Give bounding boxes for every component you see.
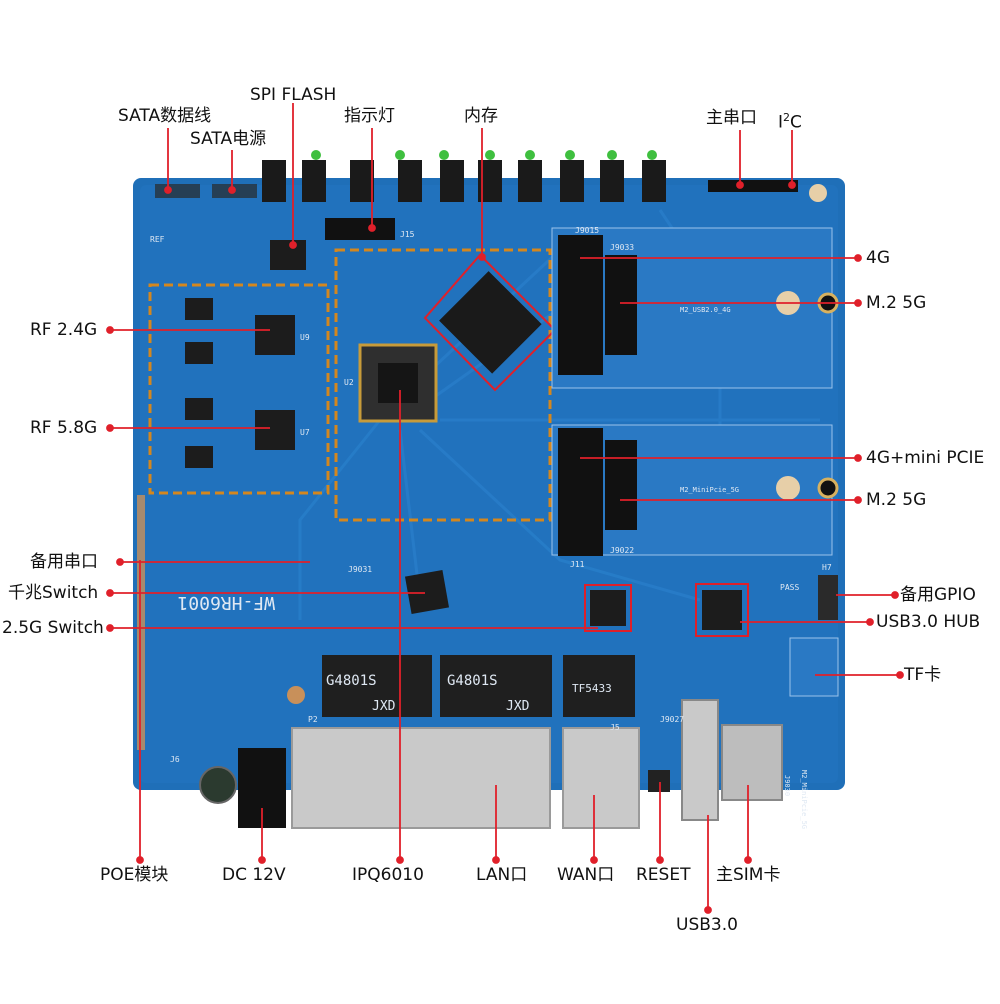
usb-hub-chip	[702, 590, 742, 630]
label-sata-power: SATA电源	[190, 129, 267, 149]
label-rf24: RF 2.4G	[30, 320, 98, 340]
label-gig-switch: 千兆Switch	[8, 583, 99, 603]
label-i2c: I2C	[778, 108, 802, 133]
label-sim: 主SIM卡	[716, 865, 781, 885]
label-spare-gpio: 备用GPIO	[900, 585, 976, 605]
silk-u7: U7	[300, 428, 310, 437]
label-wan: WAN口	[557, 865, 615, 885]
silk-j9027: J9027	[660, 715, 684, 724]
label-sata-data: SATA数据线	[118, 106, 212, 126]
label-switch-25g: 2.5G Switch	[2, 618, 104, 638]
label-m2-5g-1: M.2 5G	[866, 293, 927, 313]
sata-data-header	[155, 184, 200, 198]
label-spare-uart: 备用串口	[30, 552, 98, 572]
silk-minipcie: M2_MiniPcie_5G	[800, 770, 808, 829]
switch-25g-chip	[590, 590, 626, 626]
label-spi-flash: SPI FLASH	[250, 85, 337, 105]
silk-ref: REF	[150, 235, 165, 244]
memory-chips	[439, 271, 542, 374]
lan-jack-block	[291, 727, 551, 829]
usb-hub-box	[695, 583, 749, 637]
m2-top-slot	[558, 235, 603, 375]
label-i2c-sup: 2	[783, 111, 791, 124]
silk-pass: PASS	[780, 583, 799, 592]
m2-top-slot-b	[605, 255, 637, 355]
tf-slot	[789, 637, 839, 697]
lan-transformer-1	[322, 655, 432, 717]
rf-chips	[185, 298, 295, 468]
sim-slot	[721, 724, 783, 801]
label-memory: 内存	[464, 106, 498, 126]
silk-j6: J6	[170, 755, 180, 764]
silk-u9: U9	[300, 333, 310, 342]
silk-j5: J5	[610, 723, 620, 732]
label-poe: POE模块	[100, 865, 169, 885]
gpio-header	[818, 575, 838, 620]
wan-transformer	[563, 655, 635, 717]
silk-u2: U2	[344, 378, 354, 387]
label-i2c-c: C	[790, 112, 802, 133]
soc-chip-die	[378, 363, 418, 403]
silk-j9031: J9031	[348, 565, 372, 574]
leader-lines	[106, 103, 904, 914]
silk-j9022: J9022	[610, 546, 634, 555]
label-reset: RESET	[636, 865, 691, 885]
silk-wan: TF5433	[572, 682, 612, 695]
silk-h7: H7	[822, 563, 832, 572]
lan-transformer-2	[440, 655, 552, 717]
label-m2-5g-2: M.2 5G	[866, 490, 927, 510]
silk-brand-2: JXD	[506, 699, 530, 714]
m2-bottom-slot	[558, 428, 603, 556]
silk-j11: J11	[570, 560, 585, 569]
silk-brand-1: JXD	[372, 699, 396, 714]
top-connectors	[262, 160, 666, 202]
usb3-port	[681, 699, 719, 821]
label-lan: LAN口	[476, 865, 528, 885]
label-soc: IPQ6010	[352, 865, 424, 885]
memory-highlight	[423, 253, 557, 392]
label-rf58: RF 5.8G	[30, 418, 98, 438]
label-minipcie: 4G+mini PCIE	[866, 448, 985, 468]
label-main-uart: 主串口	[706, 108, 757, 128]
switch-25g-box	[584, 584, 632, 632]
silk-j15: J15	[400, 230, 415, 239]
silk-model: WF-HR6001	[177, 592, 275, 613]
rf-zone	[148, 283, 330, 495]
label-i2c-i: I	[778, 112, 784, 133]
silk-j9015: J9015	[575, 226, 599, 235]
silk-slot-bottom: M2_MiniPcie_5G	[680, 486, 739, 494]
label-indicator: 指示灯	[344, 106, 395, 126]
indicator-leds	[311, 150, 657, 160]
poe-pad-column	[137, 495, 145, 750]
wan-jack	[562, 727, 640, 829]
silk-j9030: J9030	[783, 775, 791, 796]
silk-p2: P2	[308, 715, 318, 724]
m2-bottom-slot-b	[605, 440, 637, 530]
reset-button	[648, 770, 670, 792]
silk-slot-top: M2_USB2.0_4G	[680, 306, 731, 314]
uart-header	[708, 180, 798, 192]
label-usb-hub: USB3.0 HUB	[876, 612, 981, 632]
j15-header	[325, 218, 395, 240]
label-usb3: USB3.0	[676, 915, 738, 935]
gig-switch-chip	[404, 569, 450, 615]
soc-zone	[334, 248, 552, 522]
capacitor	[199, 766, 237, 804]
silk-j9033: J9033	[610, 243, 634, 252]
label-tf-card: TF卡	[904, 665, 942, 685]
label-4g: 4G	[866, 248, 890, 268]
silk-lan-1: G4801S	[326, 673, 377, 689]
label-dc: DC 12V	[222, 865, 286, 885]
spi-flash-chip	[270, 240, 306, 270]
silk-lan-2: G4801S	[447, 673, 498, 689]
